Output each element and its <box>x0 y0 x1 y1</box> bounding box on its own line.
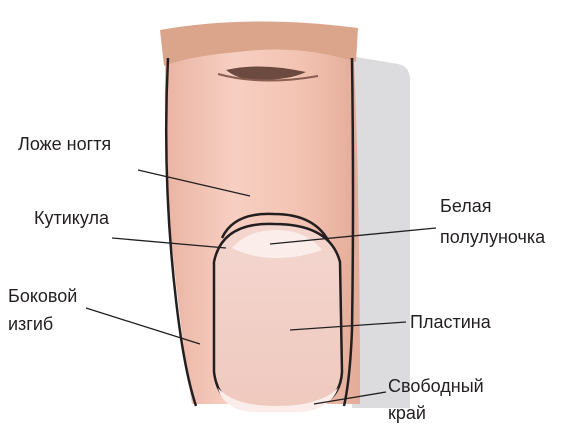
label-lunula-line1: Белая <box>440 196 492 216</box>
label-nail-bed: Ложе ногтя <box>18 134 111 154</box>
label-free-edge-line2: край <box>388 403 426 423</box>
label-lunula-line2: полулуночка <box>440 227 546 247</box>
label-lateral-fold-line2: изгиб <box>8 314 53 334</box>
label-nail-plate: Пластина <box>410 312 492 332</box>
label-free-edge-line1: Свободный <box>388 376 484 396</box>
label-lateral-fold-line1: Боковой <box>8 286 77 306</box>
label-cuticle: Кутикула <box>34 208 110 228</box>
